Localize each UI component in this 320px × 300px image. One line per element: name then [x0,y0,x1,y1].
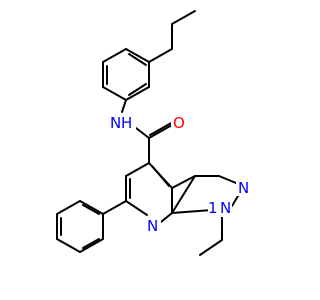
bond-line [135,127,150,139]
bond-line [128,83,147,96]
bond-line [171,10,196,25]
bond-line [125,162,150,177]
bond-line [149,121,174,136]
bond-line [151,165,170,187]
pyrazole-n1-label: N [220,199,231,217]
atom-amide-nh: N H [108,113,136,132]
bond-line [56,238,81,253]
bond-line [231,195,239,207]
bond-line [171,175,196,189]
bond-line [121,99,127,113]
bond-line [79,200,104,215]
pyridine-n-label: N [147,217,158,235]
bond-line [102,48,127,63]
atom-pyridine-n: N [145,216,161,235]
bond-line [148,124,173,139]
bond-line [199,239,223,256]
amide-h-label: H [121,114,132,132]
bond-line [218,175,237,184]
atom-pyrazole-n1: 1 N [208,199,232,217]
bond-line [56,200,81,215]
bond-line [148,48,173,63]
bond-line [171,175,196,214]
bond-line [128,53,147,66]
bond-line [82,238,100,249]
bond-line [171,209,213,214]
bond-line [82,204,100,215]
bond-line [102,200,127,215]
bond-line [160,212,173,223]
bond-line [79,238,104,253]
molecule-canvas: N H O N 1 N N [56,10,252,256]
atom-carbonyl-o: O [171,113,187,132]
carbonyl-o-label: O [173,114,185,132]
bond-line [125,200,148,216]
molecule-structure: N H O N 1 N N [56,10,252,256]
bonds [56,10,239,256]
pyrazole-n2-label: N [238,179,249,197]
bond-line [125,48,150,63]
pyrazole-n1-locant: 1 [208,199,218,217]
atom-pyrazole-n2: N [236,178,252,197]
amide-n-label: N [110,114,121,132]
bond-line [125,86,150,101]
bond-line [102,86,127,101]
